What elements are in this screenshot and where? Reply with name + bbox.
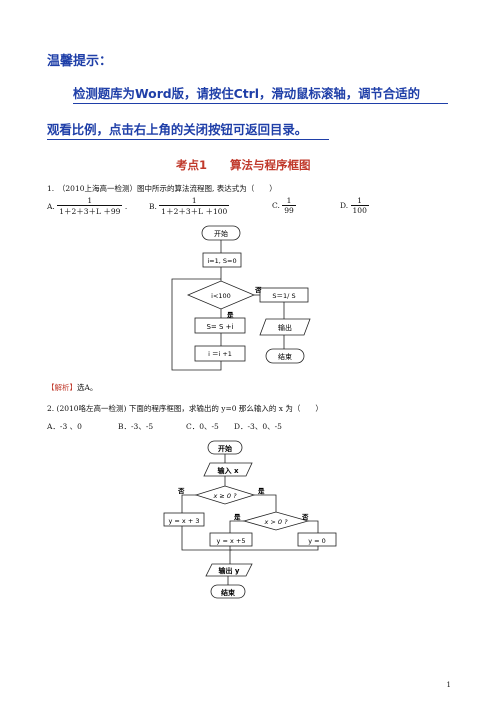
q1-answer-tag: 【解析】 (47, 383, 77, 392)
q1-option-a-fraction: 1 1＋2＋3＋L ＋99 (57, 196, 123, 217)
flowchart-2: 开始 输入 x x ≥ 0 ? 否 是 y = x + 3 x > 0 ? 是 … (163, 440, 337, 599)
flow2-arrow (230, 546, 319, 551)
tip-underline-2 (47, 139, 329, 140)
flow1-end-terminal (265, 348, 305, 364)
flow2-right-label: y = 0 (308, 537, 326, 545)
flow2-left-box (163, 512, 205, 527)
tip-underline-1 (73, 103, 448, 104)
flow1-body-box (194, 317, 246, 334)
q1-option-c: C. 1 99 (272, 196, 296, 215)
question-2-text: 2. (2010咯左高一检测) 下面的程序框图，求输出的 y=0 那么输入的 x… (47, 404, 323, 413)
q1-option-d: D. 1 100 (340, 196, 369, 215)
flow2-arrow (308, 520, 319, 533)
q2-option-b: B．-3、-5 (118, 422, 154, 431)
flow1-init-label: i=1, S=0 (207, 257, 236, 265)
q1-option-b-label: B. (149, 202, 157, 211)
flow2-right-box (297, 532, 337, 547)
flow2-arrow (229, 520, 244, 533)
flow2-input-box (203, 462, 253, 477)
q1-b-numerator: 1 (191, 196, 197, 205)
flow1-assign-label: S＝1/ S (272, 292, 295, 300)
q1-option-c-fraction: 1 99 (282, 196, 296, 215)
flow1-body-label: S= S +i (206, 323, 233, 331)
q1-a-numerator: 1 (87, 196, 93, 205)
flow1-cond-label: i<100 (211, 292, 231, 300)
q1-c-numerator: 1 (286, 196, 292, 205)
flow2-output-label: 输出 y (219, 566, 240, 575)
q1-option-a: A. 1 1＋2＋3＋L ＋99 . (47, 196, 127, 217)
flow1-start-label: 开始 (214, 229, 228, 238)
q1-option-c-label: C. (272, 201, 280, 210)
q1-option-a-label: A. (47, 202, 55, 211)
flow2-cond1-label: x ≥ 0 ? (212, 492, 237, 500)
flow2-arrow (254, 494, 277, 512)
flow2-no-label-2: 否 (301, 513, 309, 521)
q1-option-b: B. 1 1＋2＋3＋L ＋100 (149, 196, 230, 217)
page-number: 1 (446, 681, 451, 689)
flow2-left-label: y = x + 3 (169, 517, 200, 525)
flow1-output-box (259, 318, 311, 336)
q1-d-denominator: 100 (350, 205, 369, 215)
flow2-output-box (205, 563, 253, 577)
flow2-mid-box (209, 532, 253, 547)
q1-option-d-label: D. (340, 201, 349, 210)
q1-d-numerator: 1 (357, 196, 363, 205)
question-1-text: 1. （2010上海高一检测）图中所示的算法流程图, 表达式为（ ） (47, 184, 277, 193)
flow1-end-label: 结束 (278, 352, 292, 361)
flow2-end-terminal (210, 584, 246, 599)
flow2-yes-label-1: 是 (257, 486, 265, 495)
flowchart-1: 开始 i=1, S=0 i<100 否 S＝1/ S 是 输出 S= S +i … (171, 225, 311, 371)
flow1-incr-label: i ＝i +1 (208, 350, 232, 358)
flow1-incr-box (194, 345, 246, 362)
flow2-cond2-label: x > 0 ? (263, 518, 288, 526)
flow1-output-label: 输出 (278, 323, 292, 332)
tip-line-2: 观看比例，点击右上角的关闭按钮可返回目录。 (47, 122, 308, 137)
tip-title: 温馨提示： (47, 54, 113, 69)
q1-b-denominator: 1＋2＋3＋L ＋100 (159, 205, 230, 216)
flow2-input-label: 输入 x (218, 466, 239, 475)
flow1-no-label: 否 (254, 286, 262, 294)
tip-line-1: 检测题库为Word版，请按住Ctrl，滑动鼠标滚轴，调节合适的 (73, 86, 421, 101)
flow2-end-label: 结束 (220, 588, 236, 597)
q1-answer: 【解析】选A。 (47, 382, 97, 393)
flow2-yes-label-2: 是 (233, 512, 241, 521)
flow2-arrow (181, 526, 232, 551)
flow2-no-label-1: 否 (177, 487, 185, 495)
flow2-mid-label: y = x +5 (217, 537, 246, 545)
flow1-init-box (202, 252, 242, 268)
q2-option-c: C．0、-5 (186, 422, 219, 431)
flow1-yes-label: 是 (226, 310, 234, 319)
q1-option-b-fraction: 1 1＋2＋3＋L ＋100 (159, 196, 230, 217)
flow2-arrow (181, 494, 196, 513)
section-title: 考点1 算法与程序框图 (176, 158, 311, 172)
flow1-loop-line (171, 278, 222, 371)
q1-option-a-tail: . (124, 202, 128, 211)
q1-option-d-fraction: 1 100 (350, 196, 369, 215)
q1-a-denominator: 1＋2＋3＋L ＋99 (57, 205, 123, 216)
q1-c-denominator: 99 (282, 205, 296, 215)
q2-option-a: A．-3 、0 (47, 422, 82, 431)
flow2-start-label: 开始 (218, 444, 232, 453)
q2-option-d: D．-3、0、-5 (234, 422, 282, 431)
q1-answer-text: 选A。 (77, 383, 98, 392)
